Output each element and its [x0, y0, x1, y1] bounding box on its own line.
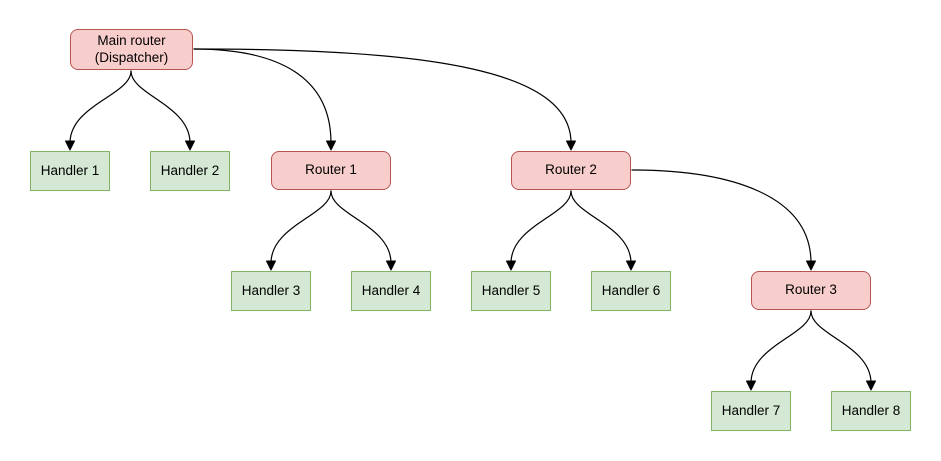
- node-label-router1: Router 1: [305, 162, 357, 178]
- edge-path: [193, 48, 332, 144]
- node-label-handler3: Handler 3: [241, 282, 301, 298]
- arrowhead-icon: [386, 260, 396, 271]
- node-label-handler6: Handler 6: [601, 282, 661, 298]
- node-label-router2: Router 2: [545, 162, 597, 178]
- node-handler8[interactable]: Handler 8: [831, 391, 911, 431]
- arrowhead-icon: [806, 260, 816, 271]
- node-label-handler1: Handler 1: [40, 162, 100, 178]
- node-label-handler8: Handler 8: [841, 402, 901, 418]
- edge-path: [330, 190, 392, 264]
- edge-path: [631, 169, 812, 264]
- arrowhead-icon: [746, 380, 756, 391]
- edge-main-handler1: [65, 70, 132, 151]
- edge-main-router2: [193, 48, 576, 151]
- node-main[interactable]: Main router (Dispatcher): [70, 29, 193, 70]
- node-label-router3: Router 3: [785, 282, 837, 298]
- edge-router2-handler5: [506, 190, 572, 271]
- edge-router2-handler6: [570, 190, 636, 271]
- node-router1[interactable]: Router 1: [271, 151, 391, 190]
- node-handler7[interactable]: Handler 7: [711, 391, 791, 431]
- node-handler2[interactable]: Handler 2: [150, 151, 230, 191]
- node-label-main: Main router (Dispatcher): [94, 32, 169, 65]
- arrowhead-icon: [266, 260, 276, 271]
- edge-main-router1: [193, 48, 336, 151]
- edge-path: [69, 70, 132, 144]
- node-label-handler7: Handler 7: [721, 402, 781, 418]
- edge-path: [130, 70, 191, 144]
- edge-path: [193, 48, 572, 144]
- edge-router2-router3: [631, 169, 816, 271]
- arrowhead-icon: [506, 260, 516, 271]
- node-label-handler5: Handler 5: [481, 282, 541, 298]
- edge-router1-handler3: [266, 190, 332, 271]
- node-router3[interactable]: Router 3: [751, 271, 871, 310]
- edge-path: [570, 190, 632, 264]
- node-label-handler4: Handler 4: [361, 282, 421, 298]
- arrowhead-icon: [566, 140, 576, 151]
- edge-router3-handler8: [810, 310, 876, 391]
- node-label-handler2: Handler 2: [160, 162, 220, 178]
- arrowhead-icon: [866, 380, 876, 391]
- edge-path: [270, 190, 332, 264]
- node-handler1[interactable]: Handler 1: [30, 151, 110, 191]
- edge-router3-handler7: [746, 310, 812, 391]
- edge-main-handler2: [130, 70, 195, 151]
- edge-path: [810, 310, 872, 384]
- arrowhead-icon: [326, 140, 336, 151]
- node-handler4[interactable]: Handler 4: [351, 271, 431, 311]
- edge-router1-handler4: [330, 190, 396, 271]
- node-router2[interactable]: Router 2: [511, 151, 631, 190]
- edge-path: [750, 310, 812, 384]
- node-handler5[interactable]: Handler 5: [471, 271, 551, 311]
- node-handler6[interactable]: Handler 6: [591, 271, 671, 311]
- edge-path: [510, 190, 572, 264]
- node-handler3[interactable]: Handler 3: [231, 271, 311, 311]
- arrowhead-icon: [65, 140, 75, 151]
- arrowhead-icon: [626, 260, 636, 271]
- arrowhead-icon: [185, 140, 195, 151]
